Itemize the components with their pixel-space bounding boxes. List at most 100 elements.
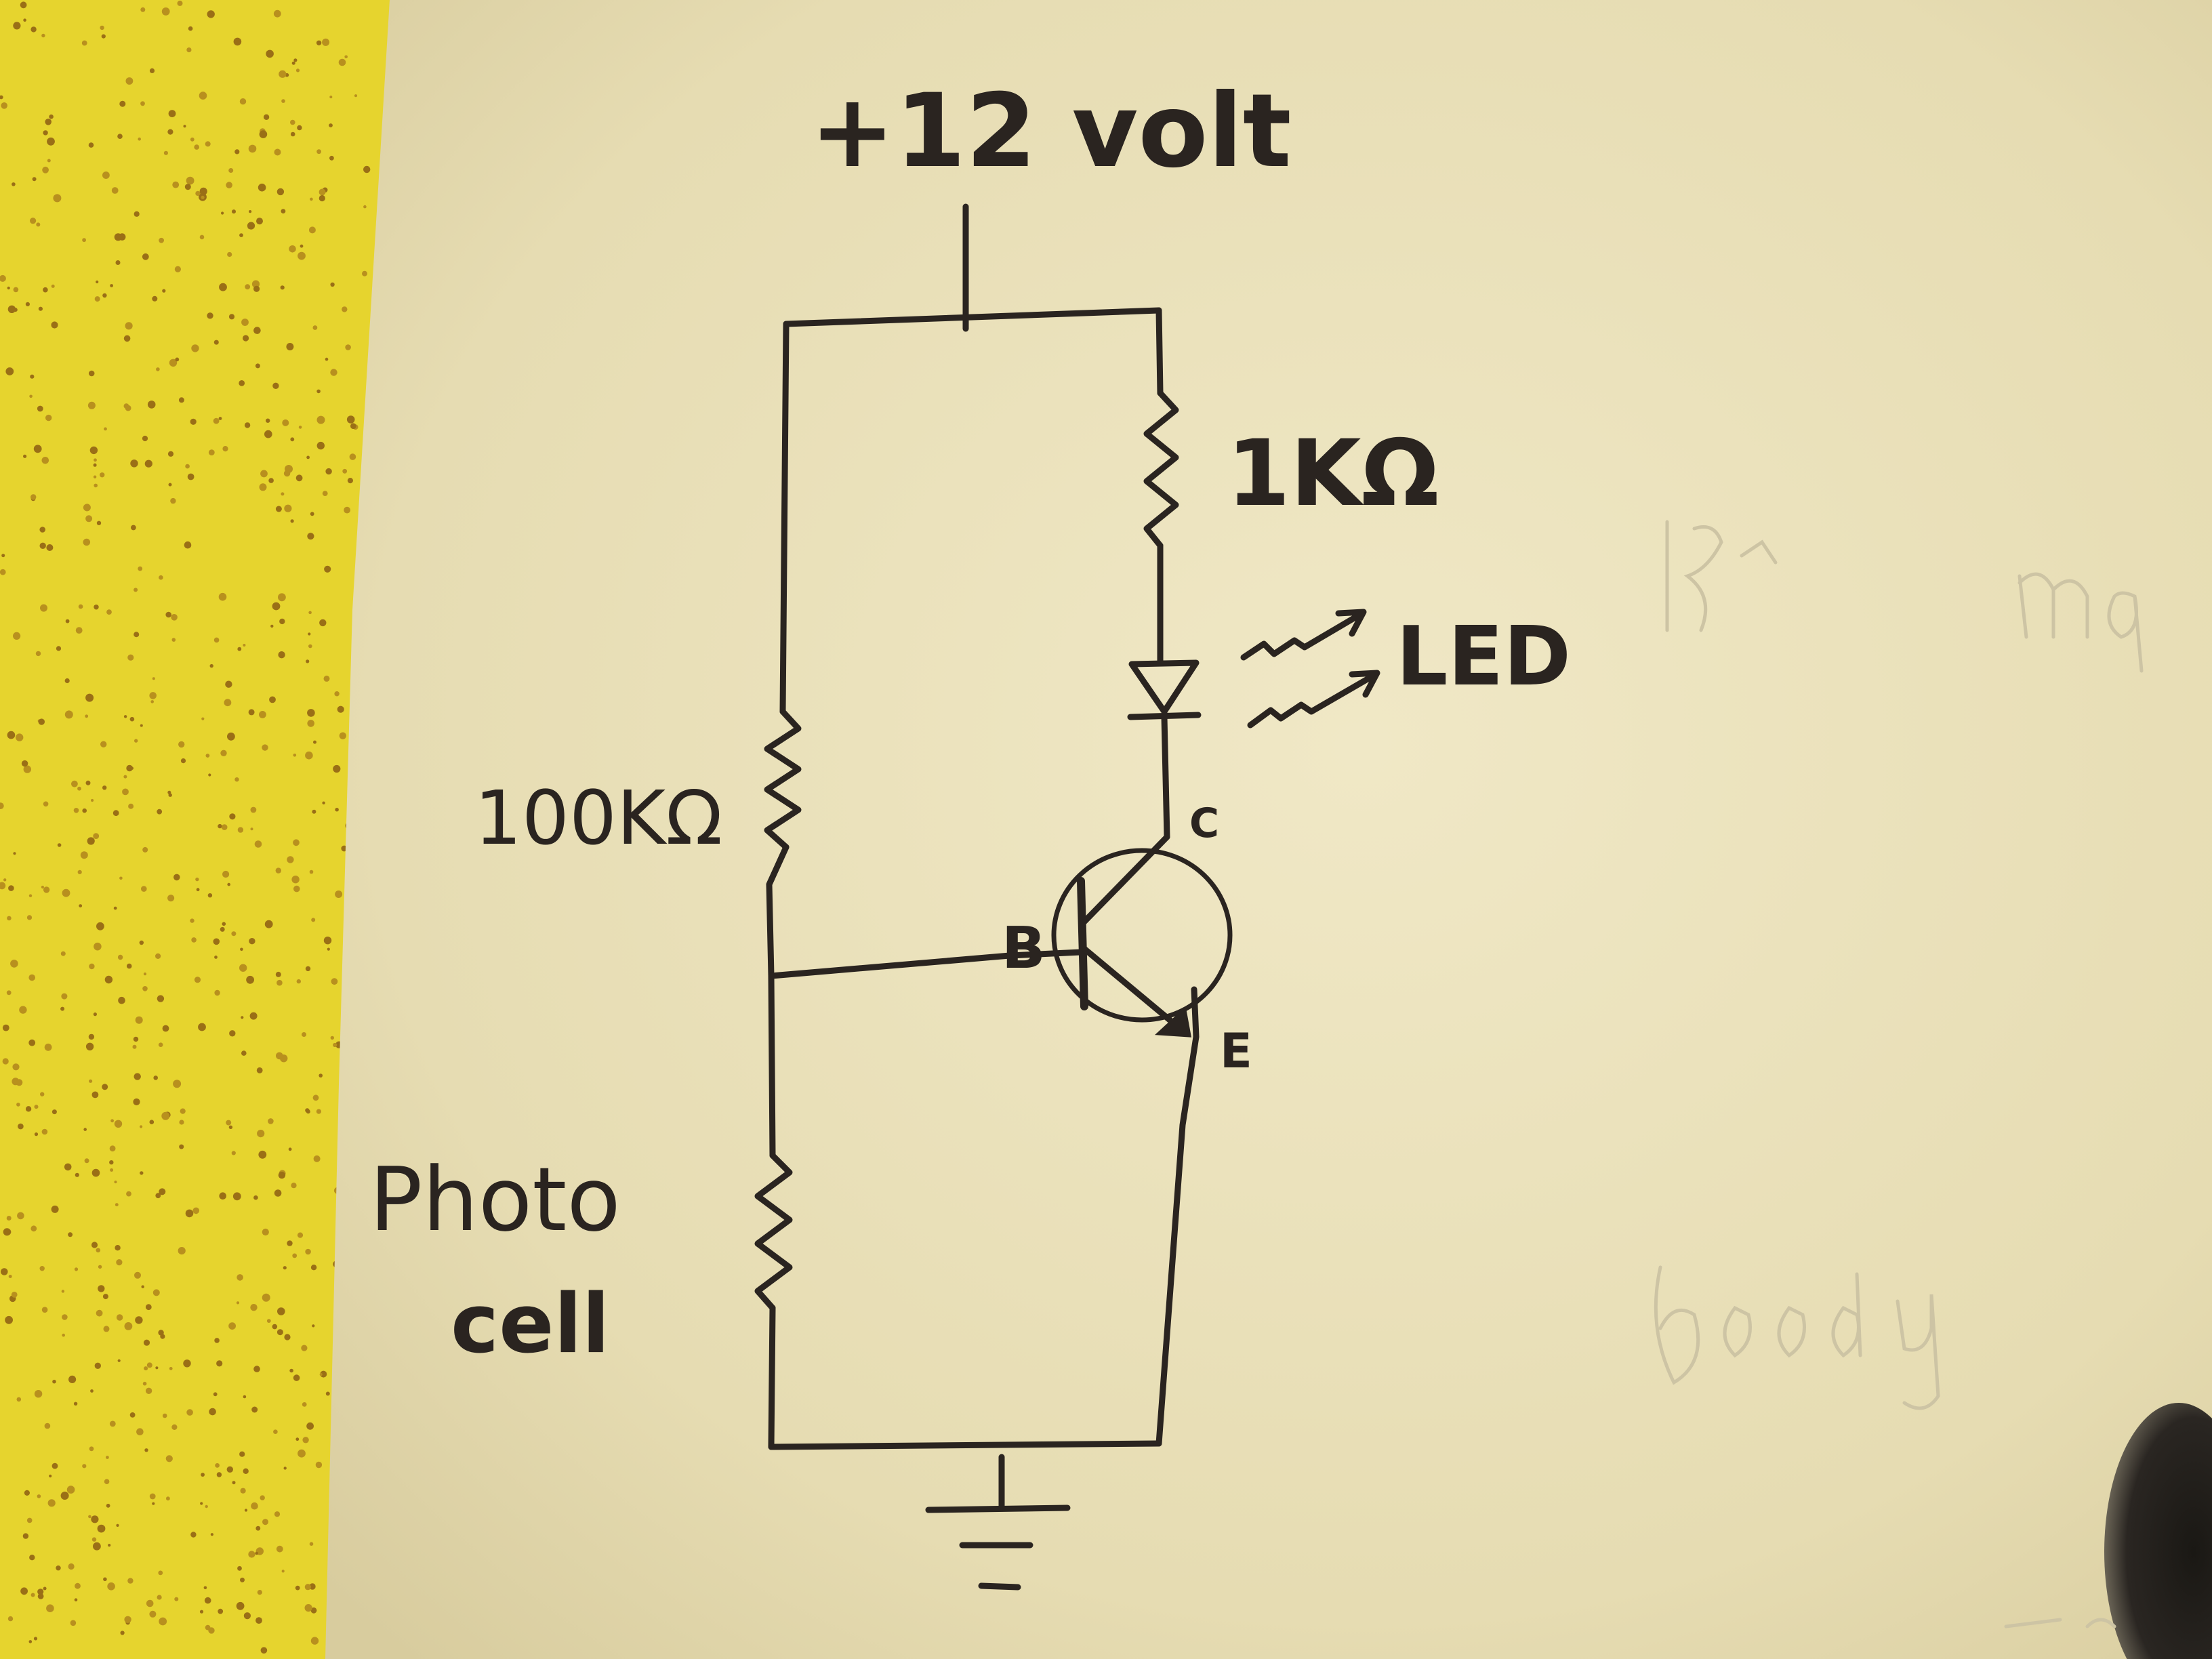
glitter-speck	[77, 786, 81, 791]
glitter-speck	[162, 289, 166, 293]
glitter-speck	[363, 205, 367, 209]
glitter-speck	[142, 435, 148, 442]
resistor-100k	[764, 708, 802, 851]
glitter-speck	[82, 1464, 87, 1469]
glitter-speck	[0, 882, 6, 890]
glitter-speck	[12, 182, 16, 186]
glitter-speck	[5, 367, 14, 375]
glitter-speck	[190, 918, 194, 923]
glitter-speck	[283, 470, 291, 477]
glitter-speck	[33, 445, 42, 453]
glitter-speck	[144, 459, 152, 468]
glitter-speck	[127, 1578, 134, 1584]
glitter-speck	[215, 1463, 220, 1468]
glitter-speck	[124, 1322, 133, 1330]
glitter-speck	[34, 1132, 39, 1136]
glitter-speck	[140, 101, 145, 106]
glitter-speck	[7, 305, 16, 313]
glitter-speck	[226, 182, 232, 188]
glitter-speck	[180, 1108, 186, 1114]
glitter-speck	[159, 575, 163, 580]
glitter-speck	[115, 1245, 121, 1251]
glitter-speck	[243, 1612, 251, 1620]
glitter-speck	[290, 131, 295, 137]
glitter-speck	[127, 654, 134, 661]
glitter-speck	[150, 700, 154, 703]
glitter-speck	[297, 125, 302, 131]
glitter-speck	[270, 624, 274, 628]
glitter-speck	[309, 869, 314, 874]
glitter-speck	[64, 710, 73, 719]
glitter-speck	[168, 483, 172, 487]
glitter-speck	[183, 125, 186, 128]
glitter-speck	[138, 566, 143, 571]
glitter-speck	[335, 807, 339, 812]
glitter-speck	[130, 459, 138, 468]
glitter-speck	[350, 423, 356, 429]
glitter-speck	[37, 1593, 44, 1599]
glitter-speck	[295, 1585, 300, 1591]
dark-object	[2104, 1403, 2212, 1659]
glitter-speck	[214, 1338, 220, 1343]
glitter-speck	[40, 1092, 45, 1097]
glitter-speck	[226, 1120, 232, 1126]
glitter-speck	[165, 1455, 173, 1462]
glitter-speck	[87, 837, 95, 845]
glitter-speck	[188, 26, 193, 31]
led-light-arrows	[1240, 609, 1380, 729]
glitter-speck	[145, 1304, 152, 1311]
glitter-speck	[306, 1109, 310, 1114]
glitter-speck	[116, 1259, 123, 1266]
glitter-speck	[143, 972, 147, 976]
glitter-speck	[2, 1024, 9, 1031]
glitter-speck	[253, 1366, 260, 1372]
glitter-speck	[91, 1242, 98, 1248]
glitter-speck	[255, 1617, 262, 1624]
glitter-speck	[26, 915, 33, 920]
glitter-speck	[240, 1488, 246, 1494]
glitter-speck	[239, 1451, 245, 1457]
glitter-speck	[191, 937, 197, 943]
glitter-speck	[41, 33, 45, 38]
glitter-speck	[153, 1076, 158, 1080]
glitter-speck	[16, 1079, 23, 1086]
glitter-speck	[254, 840, 262, 848]
glitter-speck	[325, 357, 329, 361]
glitter-speck	[187, 473, 194, 480]
glitter-speck	[247, 225, 251, 229]
glitter-speck	[155, 1366, 159, 1370]
glitter-speck	[302, 1437, 309, 1443]
glitter-speck	[83, 504, 91, 512]
glitter-speck	[222, 446, 228, 452]
glitter-speck	[205, 141, 211, 147]
glitter-speck	[264, 430, 272, 438]
glitter-speck	[85, 693, 94, 702]
glitter-speck	[60, 951, 66, 956]
glitter-speck	[117, 954, 123, 960]
glitter-speck	[122, 788, 129, 796]
glitter-speck	[83, 1128, 87, 1131]
glitter-speck	[296, 979, 301, 984]
glitter-speck	[142, 846, 148, 853]
glitter-speck	[39, 542, 46, 549]
glitter-speck	[110, 284, 114, 287]
glitter-speck	[52, 1379, 56, 1384]
glitter-speck	[91, 798, 94, 802]
glitter-speck	[16, 1397, 22, 1402]
glitter-speck	[33, 1637, 38, 1641]
glitter-speck	[213, 1392, 218, 1397]
glitter-speck	[316, 40, 322, 45]
glitter-speck	[199, 187, 207, 195]
glitter-speck	[142, 253, 149, 260]
glitter-speck	[8, 1275, 12, 1278]
glitter-speck	[102, 785, 107, 790]
glitter-speck	[6, 1216, 12, 1221]
glitter-speck	[260, 470, 268, 478]
glitter-speck	[57, 843, 62, 847]
glitter-speck	[190, 418, 197, 425]
glitter-speck	[125, 322, 133, 330]
glitter-speck	[141, 886, 147, 892]
glitter-speck	[293, 58, 298, 62]
glitter-speck	[96, 922, 104, 930]
glitter-speck	[18, 1123, 24, 1130]
